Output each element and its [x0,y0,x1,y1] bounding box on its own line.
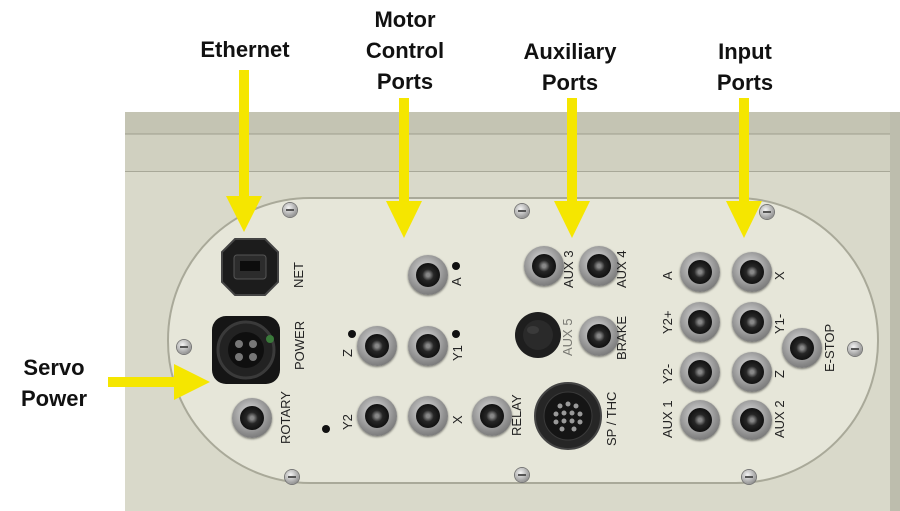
rotary-port-connector [232,398,272,438]
auxiliary-callout: Auxiliary Ports [523,39,617,95]
motor-y2-connector [357,396,397,436]
aux5-plug [515,312,561,358]
arrow-head [226,196,262,232]
relay-label: RELAY [509,394,524,436]
screw [283,203,297,217]
rotary-label: ROTARY [278,391,293,444]
power-connector [212,316,280,384]
input-a-label: A [660,271,675,280]
motor-a-connector [408,255,448,295]
input-callout: Input Ports [716,39,774,95]
motor-x-label: X [450,415,465,424]
estop-label: E-STOP [822,323,837,372]
screw [515,468,529,482]
estop-connector [782,328,822,368]
aux4-connector [579,246,619,286]
motor-control-callout: Motor Control Ports [365,7,445,94]
power-label: POWER [292,320,307,370]
indicator-dot [452,330,460,338]
screw [848,342,862,356]
input-y1-minus-label: Y1- [772,313,787,334]
input-z-label: Z [772,370,787,378]
arrow-shaft [239,70,249,198]
ethernet-callout: Ethernet [200,37,290,62]
indicator-dot [452,262,460,270]
motor-y1-connector [408,326,448,366]
servo-power-callout: Servo Power [20,355,88,411]
brake-label: BRAKE [614,315,629,360]
motor-y1-label: Y1 [450,345,465,361]
auxiliary-arrow [554,98,590,238]
screw [760,205,774,219]
screw [515,204,529,218]
input-y1-minus-connector [732,302,772,342]
aux3-label: AUX 3 [561,250,576,288]
screw [742,470,756,484]
motor-control-arrow [386,98,422,238]
input-y2-minus-label: Y2- [660,363,675,384]
motor-z-label: Z [340,349,355,357]
aux1-label: AUX 1 [660,400,675,438]
input-arrow [726,98,762,238]
aux1-connector [680,400,720,440]
indicator-dot [348,330,356,338]
ethernet-jack [221,238,279,296]
indicator-dot [322,425,330,433]
input-y2-plus-label: Y2+ [660,310,675,335]
motor-x-connector [408,396,448,436]
sp-thc-label: SP / THC [604,391,619,446]
input-y2-plus-connector [680,302,720,342]
brake-connector [579,316,619,356]
motor-y2-label: Y2 [340,414,355,430]
servo-power-arrow [108,364,210,400]
input-z-connector [732,352,772,392]
relay-connector [472,396,512,436]
aux2-connector [732,400,772,440]
sp-thc-connector [534,382,602,450]
input-a-connector [680,252,720,292]
input-x-label: X [772,271,787,280]
aux3-connector [524,246,564,286]
aux5-label: AUX 5 [560,318,575,356]
aux4-label: AUX 4 [614,250,629,288]
aux2-label: AUX 2 [772,400,787,438]
motor-a-label: A [449,277,464,286]
screw [177,340,191,354]
net-label: NET [291,262,306,288]
screw [285,470,299,484]
motor-z-connector [357,326,397,366]
ethernet-arrow [226,70,262,232]
input-y2-minus-connector [680,352,720,392]
input-x-connector [732,252,772,292]
